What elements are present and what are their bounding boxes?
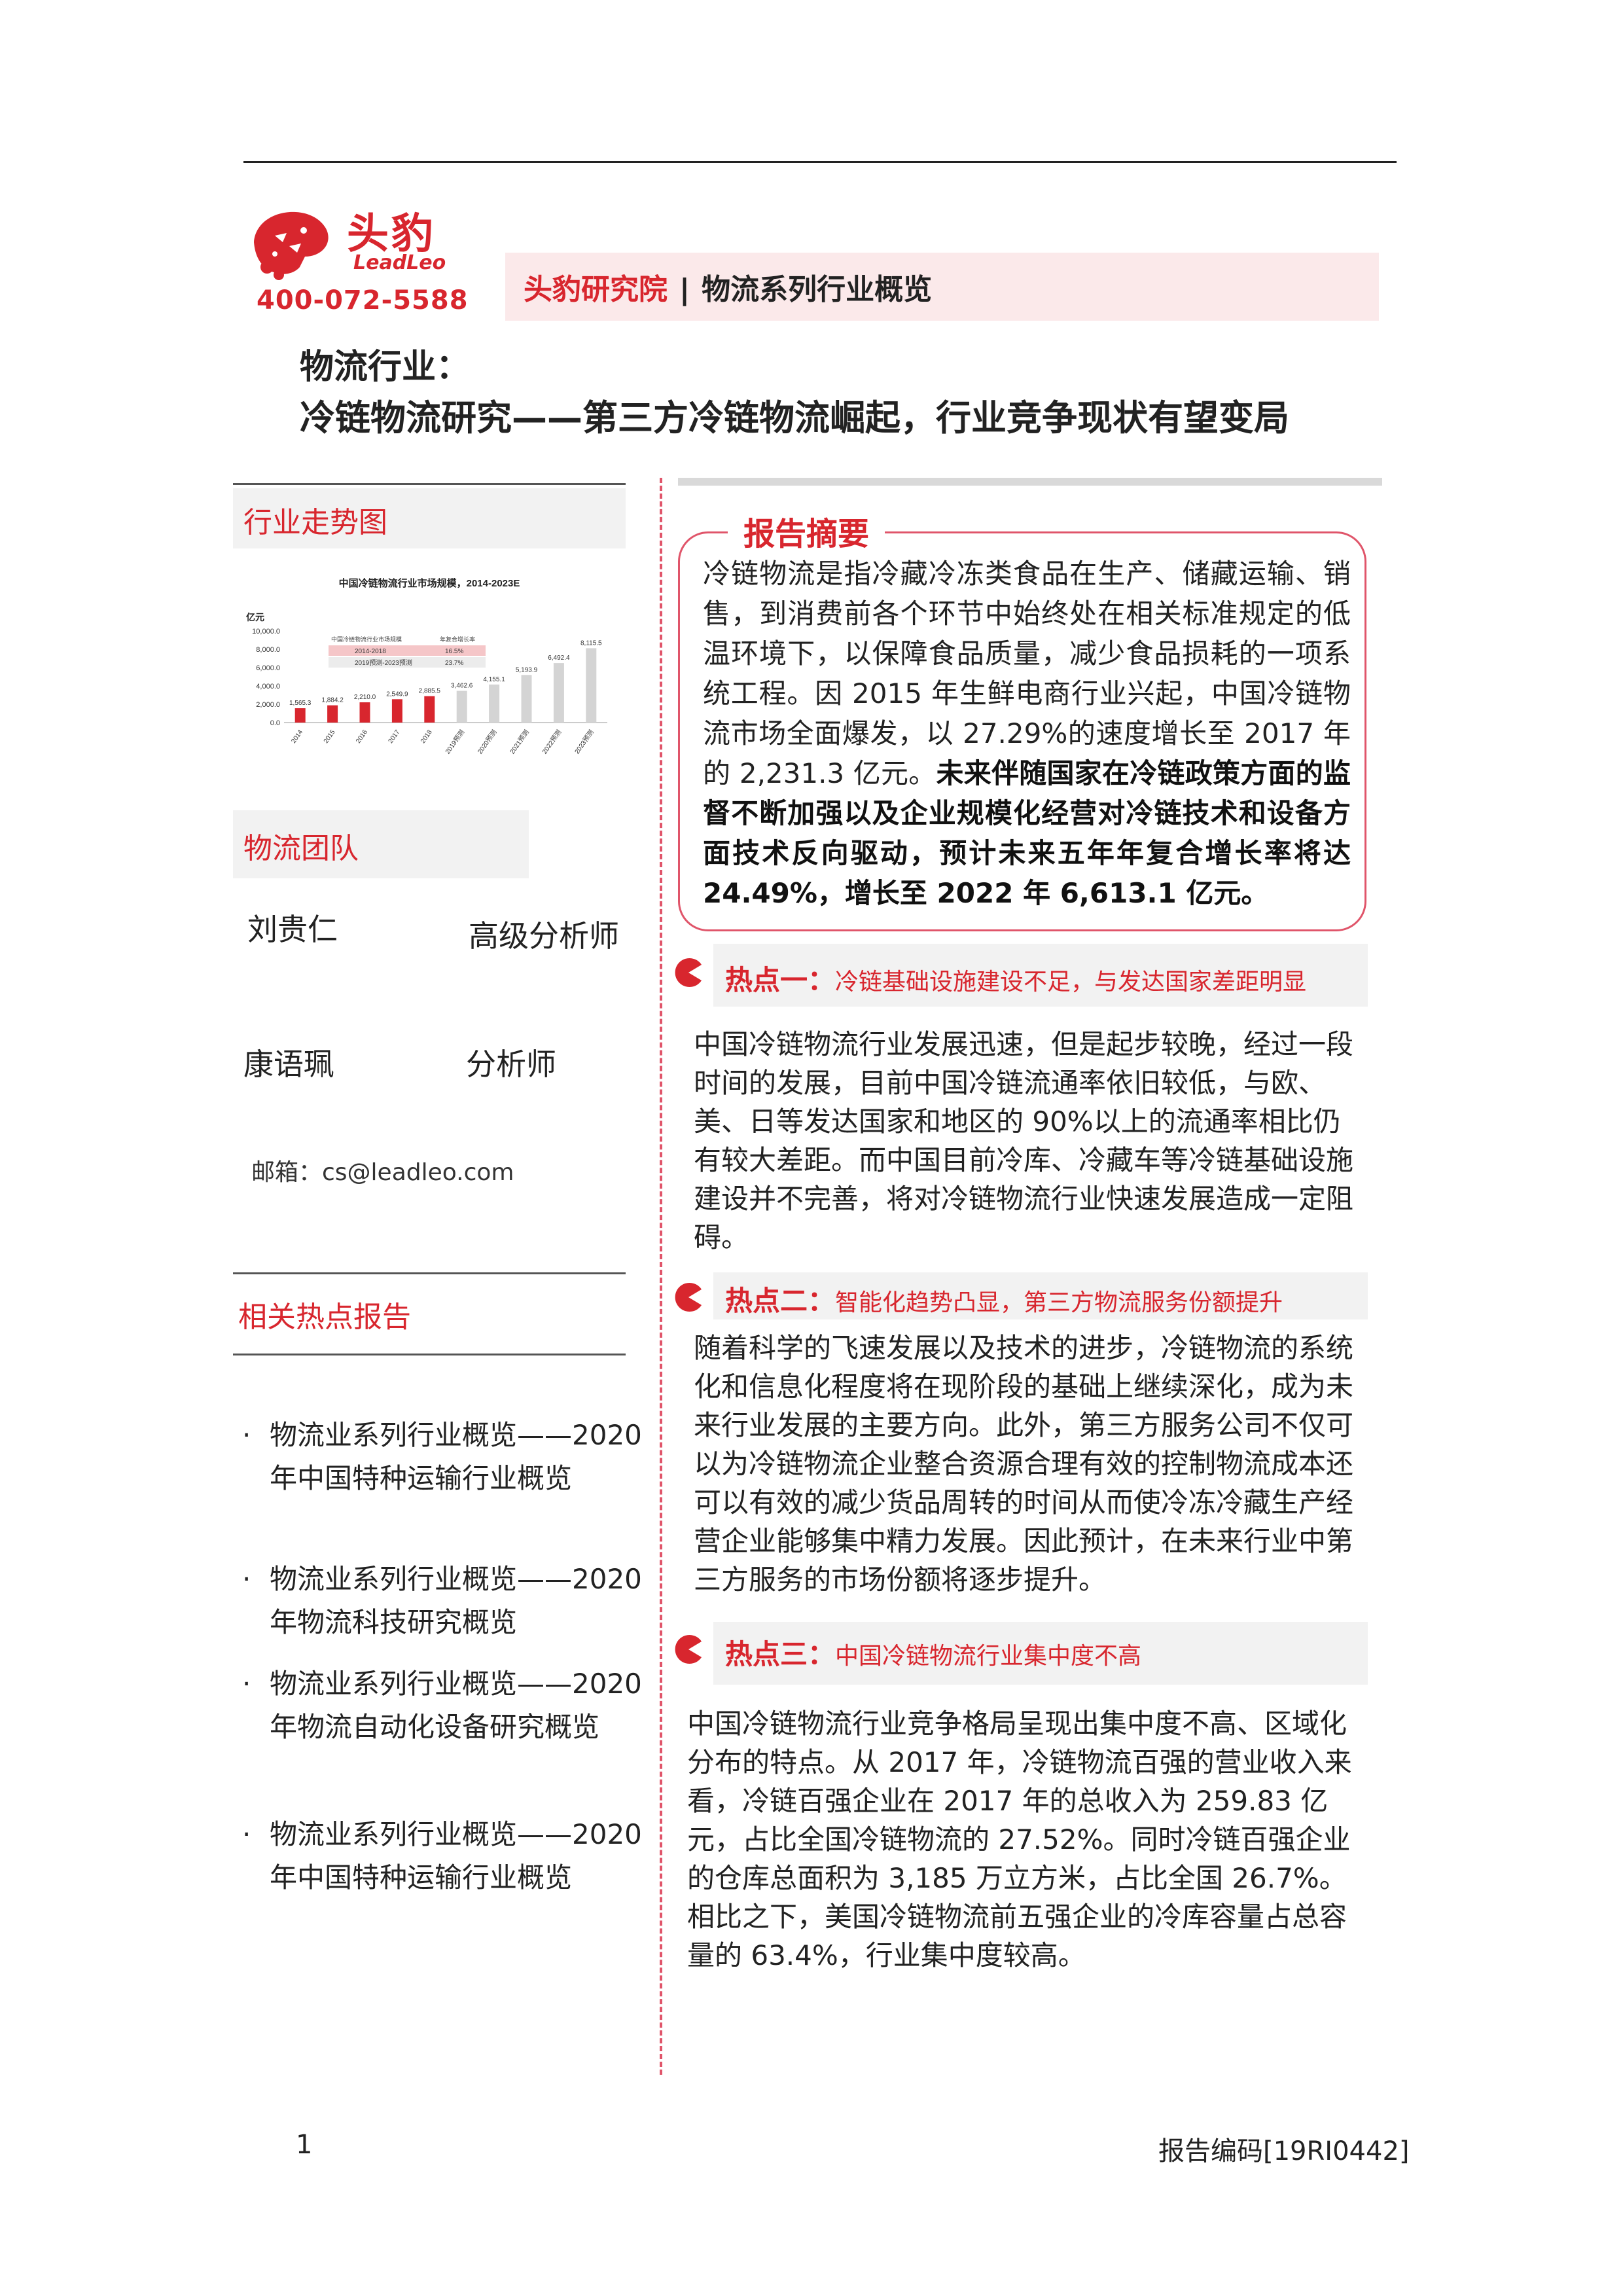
chart-data-label: 1,884.2	[321, 697, 344, 704]
legend-period: 2019预测-2023预测	[355, 658, 412, 667]
summary-text-plain: 冷链物流是指冷藏冷冻类食品在生产、储藏运输、销售，到消费前各个环节中始终处在相关…	[703, 558, 1351, 789]
chart-data-label: 6,492.4	[548, 655, 570, 662]
analyst-role: 高级分析师	[469, 918, 619, 954]
right-column-bar	[678, 478, 1382, 486]
analyst-name: 康语珮	[243, 1047, 334, 1082]
legend-row-bg	[329, 657, 486, 668]
pacman-icon	[675, 1635, 702, 1664]
chart-ytick-label: 8,000.0	[256, 646, 280, 654]
report-title-line2: 冷链物流研究——第三方冷链物流崛起，行业竞争现状有望变局	[300, 397, 1289, 439]
series-banner-text: 头豹研究院 | 物流系列行业概览	[524, 266, 932, 308]
related-heading: 相关热点报告	[238, 1300, 411, 1334]
legend-row-bg	[329, 645, 486, 656]
related-report-link[interactable]: ·物流业系列行业概览——2020 年物流科技研究概览	[242, 1563, 642, 1638]
logo-cn-text: 头豹	[347, 210, 436, 259]
chart-data-label: 5,193.9	[516, 666, 538, 673]
chart-xtick-label: 2023预测	[573, 728, 596, 755]
summary-text-bold: 未来伴随国家在冷链政策方面的监督不断加强以及企业规模化经营对冷链技术和设备方面技…	[703, 757, 1351, 909]
chart-xtick-label: 2016	[355, 728, 369, 745]
legend-header: 中国冷链物流行业市场规模	[331, 636, 402, 643]
hotspot-body: 随着科学的飞速发展以及技术的进步，冷链物流的系统化和信息化程度将在现阶段的基础上…	[694, 1332, 1354, 1596]
chart-ylabel: 亿元	[246, 612, 264, 622]
institute-name: 头豹研究院	[524, 273, 668, 306]
legend-period: 2014-2018	[355, 648, 386, 655]
chart-xtick-label: 2020预测	[476, 728, 499, 755]
chart-bar	[359, 702, 370, 723]
logo-en-text: LeadLeo	[353, 251, 446, 274]
series-banner	[505, 253, 1379, 321]
report-code: 报告编码[19RI0442]	[1158, 2136, 1410, 2166]
legend-cagr: 23.7%	[445, 660, 463, 667]
chart-xtick-label: 2014	[290, 728, 304, 745]
leopard-icon	[254, 211, 329, 280]
chart-xtick-label: 2021预测	[508, 728, 531, 755]
analyst-role: 分析师	[466, 1047, 556, 1082]
chart-data-label: 2,885.5	[419, 688, 441, 695]
hotspot-body: 中国冷链物流行业发展迅速，但是起步较晚，经过一段时间的发展，目前中国冷链流通率依…	[694, 1028, 1354, 1253]
chart-bar	[553, 663, 564, 723]
related-report-link[interactable]: ·物流业系列行业概览——2020 年物流自动化设备研究概览	[242, 1668, 642, 1743]
trend-heading-box	[233, 488, 626, 548]
chart-xtick-label: 2017	[387, 728, 402, 745]
chart-bar	[456, 691, 467, 723]
chart-ytick-label: 2,000.0	[256, 701, 280, 709]
sidebar-rule	[233, 483, 626, 485]
chart-ytick-label: 6,000.0	[256, 664, 280, 672]
summary-title: 报告摘要	[728, 508, 885, 554]
series-name: 物流系列行业概览	[702, 273, 933, 306]
chart-bar	[391, 699, 402, 723]
hotspot-title: 热点二：智能化趋势凸显，第三方物流服务份额提升	[725, 1285, 1283, 1317]
chart-data-label: 1,565.3	[289, 700, 312, 707]
chart-bar	[489, 684, 500, 723]
hotspot-header	[713, 944, 1368, 1007]
analyst-name: 刘贵仁	[247, 912, 338, 947]
phone-number: 400-072-5588	[257, 285, 469, 315]
chart-xtick-label: 2019预测	[443, 728, 466, 755]
chart-xtick-label: 2022预测	[540, 728, 563, 755]
related-report-link[interactable]: ·物流业系列行业概览——2020 年中国特种运输行业概览	[242, 1818, 642, 1893]
chart-bar	[586, 648, 597, 723]
related-rule-top	[233, 1272, 626, 1274]
chart-bar	[521, 675, 532, 723]
chart-title: 中国冷链物流行业市场规模，2014-2023E	[339, 577, 520, 589]
hotspot-title: 热点一：冷链基础设施建设不足，与发达国家差距明显	[725, 964, 1307, 996]
hotspot-title: 热点三：中国冷链物流行业集中度不高	[725, 1638, 1142, 1670]
pacman-icon	[675, 1283, 702, 1312]
chart-xtick-label: 2018	[419, 728, 434, 745]
page-number: 1	[296, 2130, 313, 2160]
market-size-chart: 中国冷链物流行业市场规模，2014-2023E 亿元 10,000.0 8,000.0…	[233, 560, 626, 793]
pacman-icon	[675, 958, 702, 987]
team-heading: 物流团队	[243, 832, 359, 865]
banner-separator: |	[679, 273, 690, 306]
column-divider	[660, 478, 662, 2075]
chart-data-label: 4,155.1	[483, 676, 505, 683]
chart-bar	[327, 705, 338, 723]
chart-data-label: 3,462.6	[451, 683, 473, 690]
legend-header: 年复合增长率	[440, 636, 475, 643]
hotspot-header	[713, 1622, 1368, 1685]
report-title-line1: 物流行业：	[300, 348, 471, 387]
team-heading-box	[233, 810, 529, 878]
chart-data-label: 2,210.0	[354, 694, 376, 701]
trend-heading: 行业走势图	[243, 506, 387, 539]
chart-data-label: 8,115.5	[580, 639, 602, 647]
contact-email: 邮箱：cs@leadleo.com	[251, 1159, 514, 1186]
chart-xtick-label: 2015	[323, 728, 337, 745]
summary-text: 冷链物流是指冷藏冷冻类食品在生产、储藏运输、销售，到消费前各个环节中始终处在相关…	[703, 554, 1351, 913]
related-rule-bottom	[233, 1354, 626, 1355]
chart-ytick-label: 10,000.0	[252, 628, 280, 636]
leadleo-logo	[249, 196, 465, 281]
hotspot-body: 中国冷链物流行业竞争格局呈现出集中度不高、区域化分布的特点。从 2017 年，冷…	[687, 1708, 1352, 1971]
chart-ytick-label: 0.0	[270, 719, 280, 727]
market-size-chart-svg: 中国冷链物流行业市场规模，2014-2023E 亿元 10,000.0 8,000.0…	[246, 577, 607, 755]
chart-bar	[424, 696, 435, 723]
related-report-link[interactable]: ·物流业系列行业概览——2020 年中国特种运输行业概览	[242, 1419, 642, 1494]
chart-data-label: 2,549.9	[386, 691, 408, 698]
top-rule	[243, 161, 1397, 163]
hotspot-header	[713, 1272, 1368, 1319]
legend-cagr: 16.5%	[445, 648, 463, 655]
chart-ytick-label: 4,000.0	[256, 683, 280, 691]
chart-bar	[294, 708, 306, 723]
summary-box	[678, 531, 1366, 931]
